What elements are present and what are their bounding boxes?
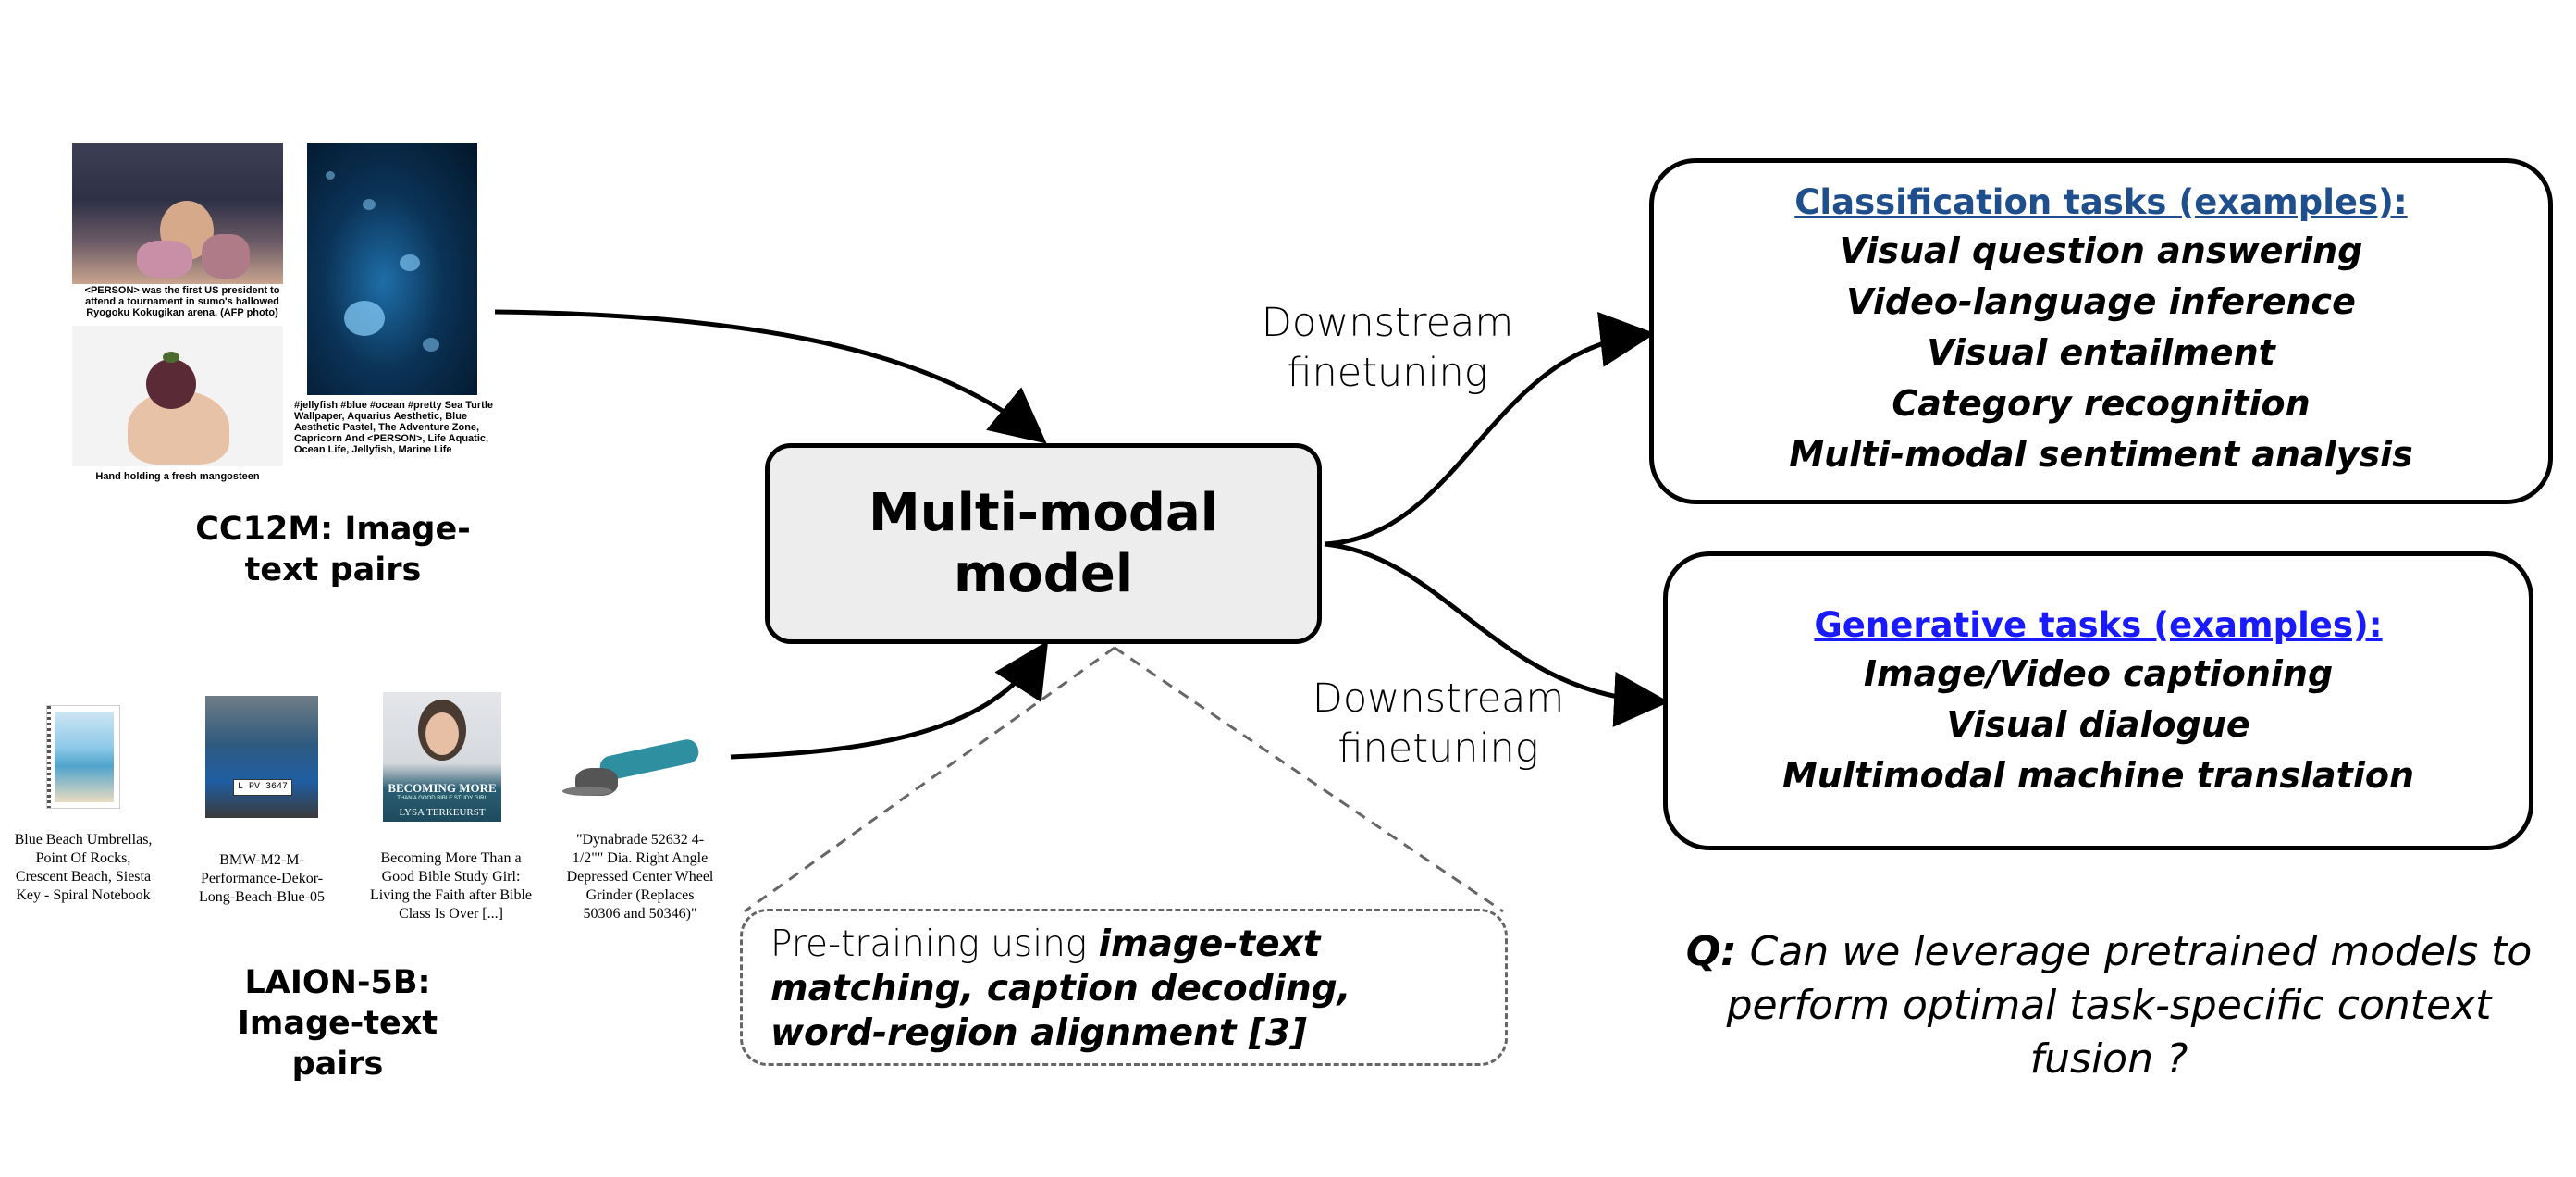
pretraining-callout: Pre-training using image-text matching, … <box>740 909 1508 1066</box>
generative-tasks-box: Generative tasks (examples): Image/Video… <box>1663 551 2533 850</box>
downstream-label-top: Downstream finetuning <box>1261 300 1514 396</box>
book-title: BECOMING MORE <box>388 781 497 795</box>
classification-title: Classification tasks (examples): <box>1794 182 2408 222</box>
generative-title: Generative tasks (examples): <box>1814 605 2383 645</box>
jellyfish-caption: #jellyfish #blue #ocean #pretty Sea Turt… <box>294 400 493 455</box>
notebook-photo <box>46 705 120 809</box>
research-question: Q: Can we leverage pretrained models to … <box>1683 925 2534 1086</box>
laion-label: LAION-5B: Image-text pairs <box>237 964 438 1083</box>
downstream-label-bottom: Downstream finetuning <box>1312 675 1565 772</box>
arrow-model-to-classification <box>1324 312 1656 547</box>
jellyfish-photo <box>307 143 477 395</box>
classification-item: Multi-modal sentiment analysis <box>1789 434 2413 475</box>
generative-item: Multimodal machine translation <box>1781 755 2415 796</box>
grinder-caption: "Dynabrade 52632 4-1/2"" Dia. Right Angl… <box>566 832 714 922</box>
question-text: Can we leverage pretrained models to per… <box>1726 928 2533 1083</box>
grinder-photo <box>562 712 710 814</box>
classification-item: Category recognition <box>1892 383 2311 424</box>
cc12m-label: CC12M: Image-text pairs <box>195 511 471 588</box>
multimodal-model-box: Multi-modal model <box>765 443 1322 644</box>
license-plate: L PV 3647 <box>233 779 292 796</box>
generative-item: Visual dialogue <box>1946 704 2250 745</box>
model-label: Multi-modal model <box>869 482 1218 604</box>
question-label: Q: <box>1685 928 1737 975</box>
generative-item: Image/Video captioning <box>1863 653 2334 694</box>
sumo-caption: <PERSON> was the first US president to a… <box>84 285 280 318</box>
classification-item: Visual entailment <box>1927 332 2275 373</box>
book-subtitle: THAN A GOOD BIBLE STUDY GIRL <box>397 796 487 801</box>
mangosteen-photo <box>72 326 283 466</box>
sumo-photo <box>72 143 283 284</box>
pretraining-objectives: image-text matching, caption decoding, w… <box>770 923 1351 1054</box>
classification-tasks-box: Classification tasks (examples): Visual … <box>1649 158 2553 504</box>
classification-item: Video-language inference <box>1846 281 2356 322</box>
bmw-photo: L PV 3647 <box>205 696 318 818</box>
arrow-laion-to-model <box>730 640 1049 760</box>
book-cover-photo: BECOMING MORE THAN A GOOD BIBLE STUDY GI… <box>383 692 501 822</box>
callout-line-left <box>744 646 1115 913</box>
arrow-model-to-generative <box>1324 541 1670 727</box>
bmw-caption: BMW-M2-M-Performance-Dekor-Long-Beach-Bl… <box>199 852 325 905</box>
arrow-cc12m-to-model <box>494 309 1047 444</box>
book-caption: Becoming More Than a Good Bible Study Gi… <box>369 850 533 922</box>
pretraining-prefix: Pre-training using <box>770 923 1099 965</box>
callout-line-right <box>1114 646 1504 913</box>
notebook-caption: Blue Beach Umbrellas, Point Of Rocks, Cr… <box>14 832 153 903</box>
mangosteen-caption: Hand holding a fresh mangosteen <box>95 471 260 482</box>
book-author: LYSA TERKEURST <box>399 807 486 818</box>
classification-item: Visual question answering <box>1839 230 2363 271</box>
